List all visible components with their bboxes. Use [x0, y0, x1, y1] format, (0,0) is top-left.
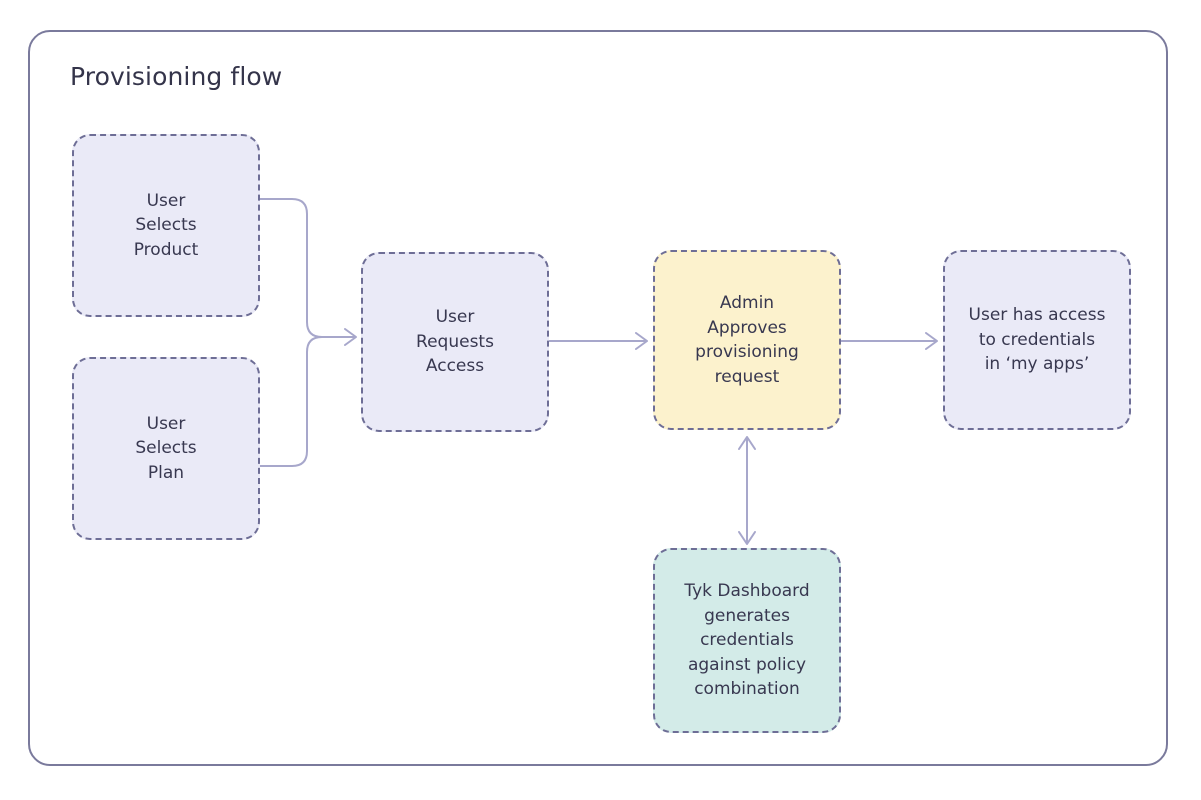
node-user-selects-product[interactable]: User Selects Product: [72, 134, 260, 317]
node-label: User has access to credentials in ‘my ap…: [968, 305, 1106, 375]
page-title: Provisioning flow: [70, 62, 283, 91]
node-user-selects-plan[interactable]: User Selects Plan: [72, 357, 260, 540]
diagram-frame: [28, 30, 1168, 766]
node-user-requests-access[interactable]: User Requests Access: [361, 252, 549, 432]
node-user-has-access[interactable]: User has access to credentials in ‘my ap…: [943, 250, 1131, 430]
node-label: Admin Approves provisioning request: [695, 293, 799, 387]
node-label: User Requests Access: [416, 307, 494, 377]
node-admin-approves[interactable]: Admin Approves provisioning request: [653, 250, 841, 430]
node-label: User Selects Product: [133, 190, 199, 260]
node-tyk-dashboard[interactable]: Tyk Dashboard generates credentials agai…: [653, 548, 841, 733]
node-label: User Selects Plan: [135, 413, 197, 483]
node-label: Tyk Dashboard generates credentials agai…: [684, 581, 810, 700]
